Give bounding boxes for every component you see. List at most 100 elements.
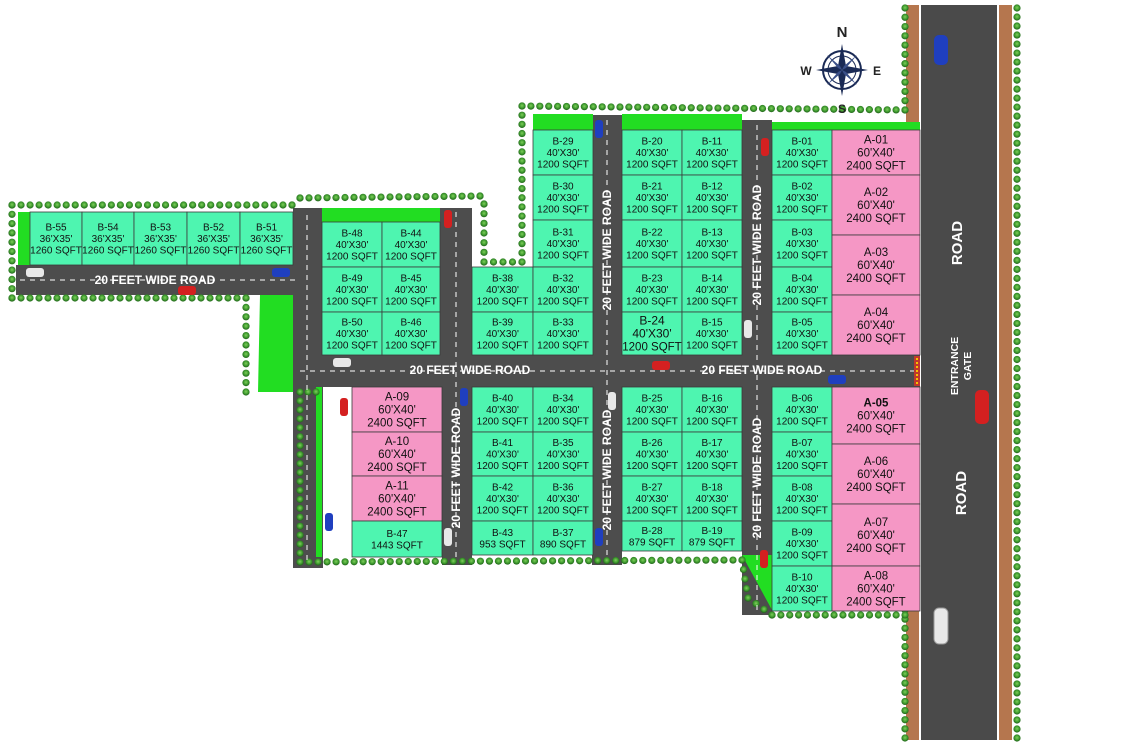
tree-icon (480, 239, 488, 247)
tree-icon (296, 424, 304, 432)
plot-detail: 40'X30' (486, 285, 519, 296)
plot-detail: 879 SQFT (629, 537, 675, 548)
tree-icon (359, 558, 367, 566)
plot-detail: 40'X30' (547, 239, 580, 250)
tree-icon (666, 556, 674, 564)
car-icon (444, 528, 452, 546)
tree-icon (795, 611, 803, 619)
compass-south: S (838, 102, 846, 116)
plot-detail: 1200 SQFT (537, 251, 589, 262)
plot-detail: 36'X35' (197, 234, 230, 245)
plot-number: B-26 (641, 438, 663, 449)
plot-detail: 1200 SQFT (776, 551, 828, 562)
tree-icon (270, 201, 278, 209)
compass-north: N (837, 24, 848, 41)
tree-icon (296, 540, 304, 548)
plot-detail: 1200 SQFT (477, 417, 529, 428)
car-icon (178, 286, 196, 295)
tree-icon (901, 69, 909, 77)
entrance-gate-label-1: ENTRANCE (949, 337, 961, 395)
plot-number: B-43 (492, 528, 514, 539)
tree-icon (901, 60, 909, 68)
tree-icon (89, 201, 97, 209)
tree-icon (17, 201, 25, 209)
tree-icon (1013, 22, 1021, 30)
plot-detail: 40'X30' (786, 584, 819, 595)
car-icon (444, 210, 452, 228)
plot-detail: 1200 SQFT (776, 205, 828, 216)
tree-icon (1013, 328, 1021, 337)
tree-icon (323, 558, 331, 566)
tree-icon (1013, 67, 1021, 75)
tree-icon (1013, 409, 1021, 418)
tree-icon (89, 294, 97, 302)
